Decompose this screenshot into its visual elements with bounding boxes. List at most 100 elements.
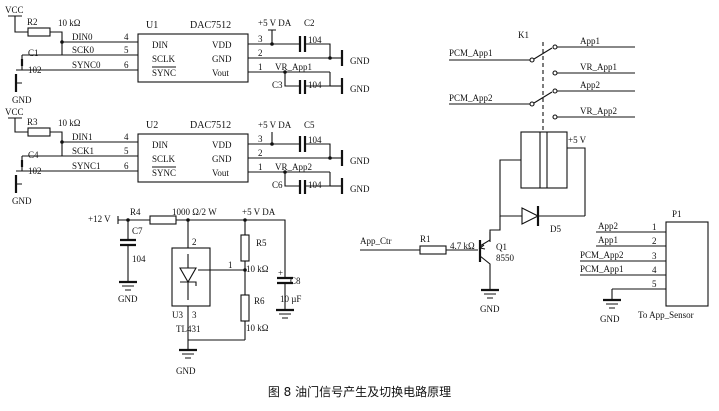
r3-value: 10 kΩ — [58, 118, 81, 128]
p1-label: To App_Sensor — [638, 310, 694, 320]
p1-ref: P1 — [672, 209, 682, 219]
u1-sync: SYNC — [152, 68, 176, 78]
u1-pin3: 3 — [258, 34, 263, 44]
u2-vout: Vout — [212, 168, 229, 178]
k1-ref: K1 — [518, 30, 529, 40]
p1-net2: App1 — [598, 235, 618, 245]
u1-part: DAC7512 — [190, 20, 231, 31]
net-din1: DIN1 — [72, 132, 93, 142]
relay-out2a: App2 — [580, 80, 600, 90]
relay-in1: PCM_App1 — [449, 48, 493, 58]
r1-resistor — [419, 245, 447, 255]
r6-value: 10 kΩ — [246, 323, 269, 333]
dac1-gnd-right1: GND — [350, 56, 370, 66]
ref-supply-out: +5 V DA — [242, 207, 276, 217]
p1-net3: PCM_App2 — [580, 250, 624, 260]
c8-ref: C8 — [290, 276, 301, 286]
u2-pin1: 1 — [258, 162, 263, 172]
p1-gnd: GND — [600, 314, 620, 324]
u2-sync: SYNC — [152, 168, 176, 178]
u1-pin6: 6 — [124, 60, 129, 70]
r1-value: 4.7 kΩ — [450, 241, 475, 251]
p1-pin5: 5 — [652, 279, 657, 289]
u2-sclk: SCLK — [152, 154, 176, 164]
r2-ref: R2 — [27, 17, 38, 27]
dac2-section: VCC R3 10 kΩ DIN1 SCK1 SYNC1 4 5 6 C4 10… — [5, 107, 370, 206]
u3-pin2: 2 — [192, 237, 197, 247]
r1-ref: R1 — [420, 234, 431, 244]
u2-pin5: 5 — [124, 146, 129, 156]
net-din0: DIN0 — [72, 32, 93, 42]
c7-ref: C7 — [132, 226, 143, 236]
net-sck1: SCK1 — [72, 146, 94, 156]
r6-ref: R6 — [254, 296, 265, 306]
r4-value: 1000 Ω/2 W — [172, 207, 217, 217]
c7-gnd: GND — [118, 294, 138, 304]
u3-ref: U3 — [172, 310, 183, 320]
u1-sclk: SCLK — [152, 54, 176, 64]
net-sync1: SYNC1 — [72, 161, 101, 171]
c8-value: 10 µF — [280, 294, 301, 304]
u2-pin3: 3 — [258, 134, 263, 144]
r2-resistor — [27, 27, 51, 37]
c1-value: 102 — [28, 65, 42, 75]
p1-net4: PCM_App1 — [580, 264, 624, 274]
r4-ref: R4 — [130, 207, 141, 217]
relay-out1b: VR_App1 — [580, 62, 617, 72]
p1-pin1: 1 — [652, 222, 657, 232]
c1-ref: C1 — [28, 48, 39, 58]
c7-value: 104 — [132, 254, 146, 264]
dac1-vcc-label: VCC — [5, 5, 24, 15]
dac2-gnd-right1: GND — [350, 156, 370, 166]
p1-pin3: 3 — [652, 251, 657, 261]
u1-ref: U1 — [146, 20, 158, 31]
p1-pin4: 4 — [652, 265, 657, 275]
reference-section: +12 V R4 1000 Ω/2 W +5 V DA C7 104 GND 2… — [88, 207, 301, 376]
r2-value: 10 kΩ — [58, 18, 81, 28]
q1-ref: Q1 — [496, 242, 507, 252]
u2-din: DIN — [152, 140, 168, 150]
u1-vdd: VDD — [212, 40, 232, 50]
u2-gnd: GND — [212, 154, 232, 164]
r5-resistor — [240, 234, 250, 262]
dac1-gnd-left: GND — [12, 95, 32, 105]
c4-ref: C4 — [28, 150, 39, 160]
connector-section: P1 1 2 3 4 5 App2 App1 PCM_App2 PCM_App1… — [580, 209, 709, 324]
dac1-supply: +5 V DA — [258, 18, 292, 28]
c5-value: 104 — [308, 135, 322, 145]
c6-value: 104 — [308, 180, 322, 190]
c3-ref: C3 — [272, 80, 283, 90]
relay-out2b: VR_App2 — [580, 106, 617, 116]
relay-coil — [520, 131, 568, 189]
u1-pin4: 4 — [124, 32, 129, 42]
c2-value: 104 — [308, 35, 322, 45]
c5-ref: C5 — [304, 120, 315, 130]
u2-part: DAC7512 — [190, 120, 231, 131]
c6-ref: C6 — [272, 180, 283, 190]
u2-pin4: 4 — [124, 132, 129, 142]
u1-gnd: GND — [212, 54, 232, 64]
relay-out1a: App1 — [580, 36, 600, 46]
dac1-out-net: VR_App1 — [275, 62, 312, 72]
u1-vout: Vout — [212, 68, 229, 78]
r5-value: 10 kΩ — [246, 264, 269, 274]
dac1-gnd-right2: GND — [350, 84, 370, 94]
driver-gnd: GND — [480, 304, 500, 314]
u2-chip — [137, 133, 249, 183]
p1-connector — [665, 221, 709, 307]
dac2-gnd-right2: GND — [350, 184, 370, 194]
r6-resistor — [240, 294, 250, 322]
net-sync0: SYNC0 — [72, 60, 101, 70]
u1-pin1: 1 — [258, 62, 263, 72]
driver-section: App_Ctr R1 4.7 kΩ Q1 8550 GND — [360, 232, 515, 314]
driver-in-net: App_Ctr — [360, 236, 392, 246]
relay-section: K1 PCM_App1 App1 VR_App1 PCM_App2 App2 V… — [449, 30, 635, 242]
u2-pin6: 6 — [124, 161, 129, 171]
u1-din: DIN — [152, 40, 168, 50]
d5-ref: D5 — [550, 224, 561, 234]
p1-net1: App2 — [598, 221, 618, 231]
ref-gnd-main: GND — [176, 366, 196, 376]
r4-resistor — [149, 215, 177, 225]
p1-pin2: 2 — [652, 236, 657, 246]
